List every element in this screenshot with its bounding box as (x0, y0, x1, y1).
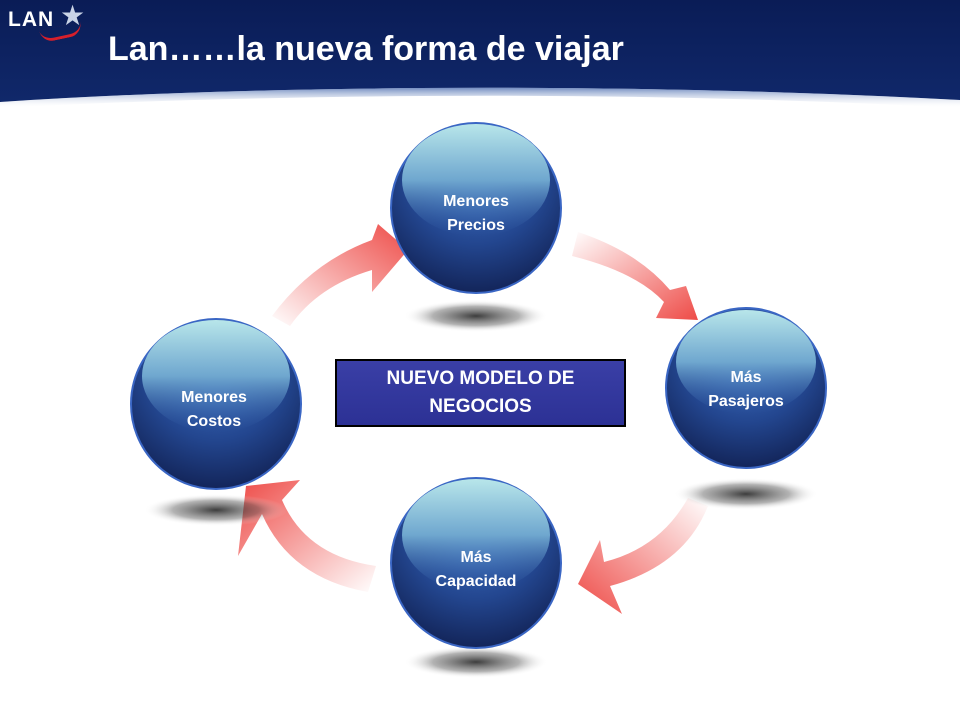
lan-logo-text: LAN (8, 8, 55, 31)
shadow-menores-costos (144, 494, 288, 526)
arrow-capacidad-to-costos (238, 480, 376, 592)
sphere-menores-precios (390, 122, 562, 294)
node-label-menores-precios: Menores Precios (443, 193, 509, 234)
header-banner (0, 0, 960, 108)
node-label-mas-capacidad: Más Capacidad (435, 549, 517, 590)
shadow-mas-capacidad (404, 646, 548, 678)
slide-title: Lan……la nueva forma de viajar (108, 30, 624, 68)
node-label-menores-costos: Menores Costos (181, 389, 247, 430)
arrow-pasajeros-to-capacidad (578, 498, 708, 614)
lan-star-logo-icon: ★ (60, 0, 86, 32)
shadow-menores-precios (404, 300, 548, 332)
node-label-mas-pasajeros: Más Pasajeros (708, 369, 784, 410)
sphere-mas-pasajeros (665, 307, 827, 469)
sphere-menores-costos (130, 318, 302, 490)
arrow-costos-to-precios (272, 224, 408, 326)
arrow-precios-to-pasajeros (572, 232, 698, 320)
center-label-box: NUEVO MODELO DE NEGOCIOS (335, 359, 626, 427)
sphere-mas-capacidad (390, 477, 562, 649)
shadow-mas-pasajeros (674, 478, 818, 510)
